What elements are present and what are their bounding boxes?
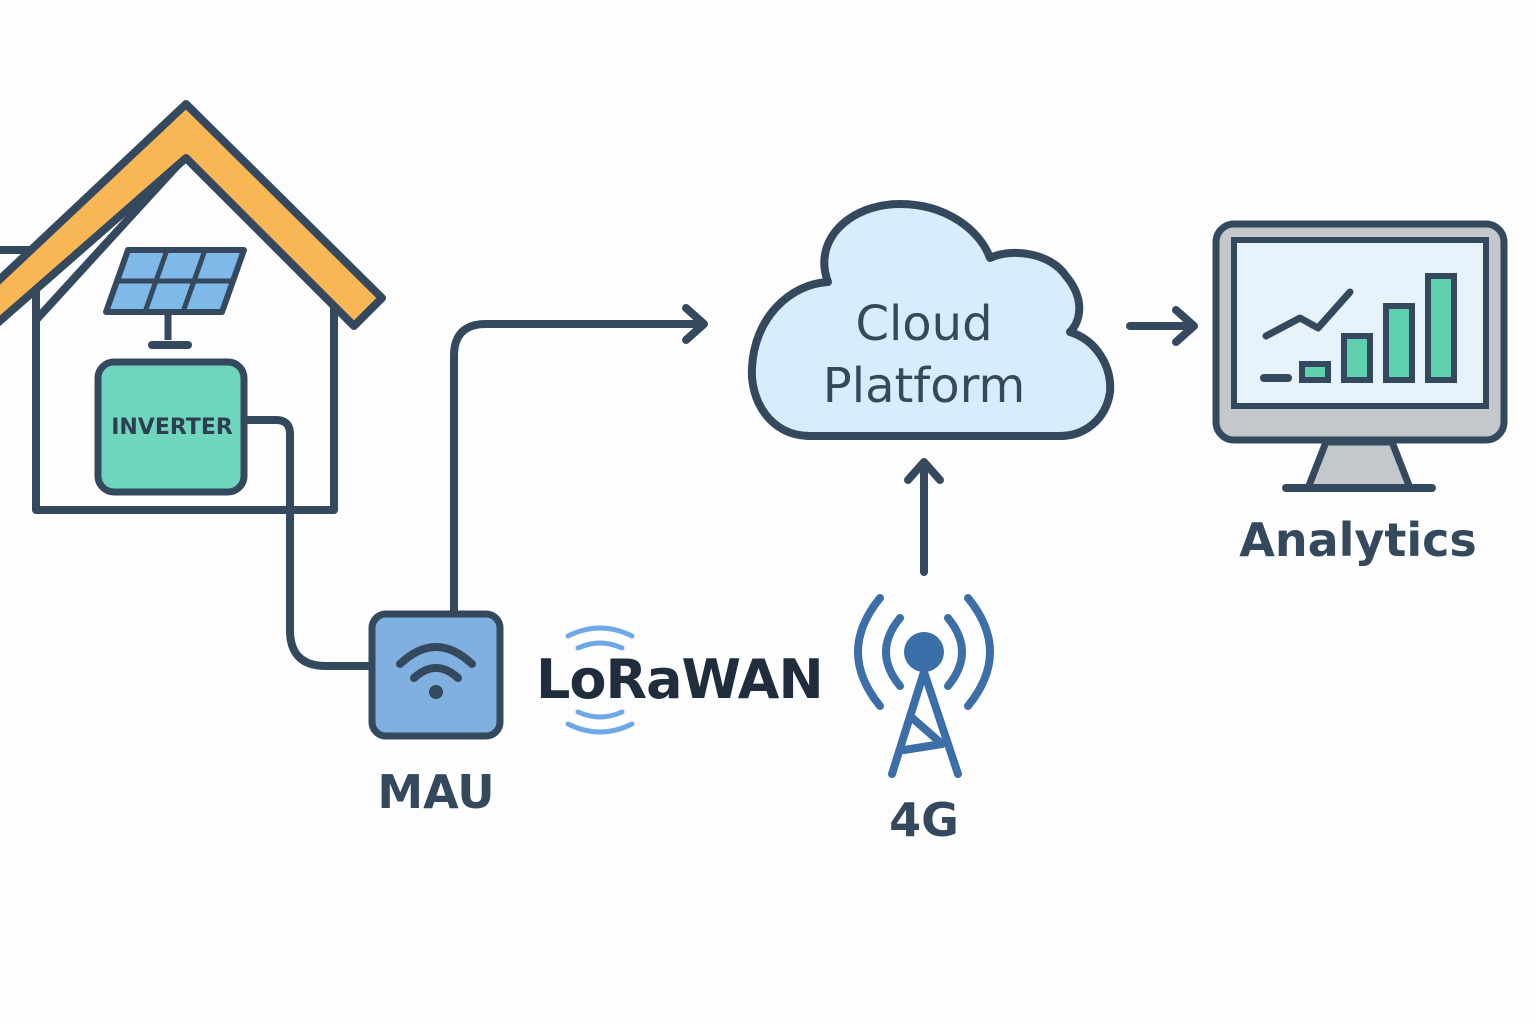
mau-box xyxy=(368,610,504,740)
house-roof xyxy=(0,100,386,330)
cloud-label-line2: Platform xyxy=(823,358,1025,414)
lorawan-label: LoRaWAN xyxy=(536,648,823,711)
tower-icon xyxy=(888,668,962,778)
house: INVERTER xyxy=(0,100,386,514)
cloud-platform: Cloud Platform xyxy=(747,200,1115,440)
arrowhead-mau-cloud xyxy=(682,304,708,344)
cloud-icon xyxy=(747,200,1115,440)
bar-4 xyxy=(1383,303,1415,383)
inverter-label: INVERTER xyxy=(111,415,233,440)
wifi-icon xyxy=(396,643,476,699)
analytics-monitor: Analytics xyxy=(1212,220,1508,567)
mau-device: MAU xyxy=(368,610,504,819)
bar-3 xyxy=(1341,333,1373,383)
mau-to-cloud-arrow xyxy=(450,320,700,612)
monitor-stand xyxy=(1304,438,1414,492)
solar-panel-icon xyxy=(103,247,247,349)
analytics-label: Analytics xyxy=(1239,513,1477,567)
mau-label: MAU xyxy=(377,765,494,819)
house-outline xyxy=(0,246,338,514)
radio-waves-icon xyxy=(854,594,994,710)
lorawan-logo: LoRaWAN xyxy=(536,625,824,735)
tower-label: 4G xyxy=(889,793,959,847)
chart-icon xyxy=(1260,273,1457,383)
arrowhead-cloud-analytics xyxy=(1172,306,1198,346)
arrowhead-tower-cloud xyxy=(904,458,944,484)
cell-tower: 4G xyxy=(854,594,994,847)
inverter-box: INVERTER xyxy=(94,358,248,496)
signal-waves-icon xyxy=(565,625,635,735)
cloud-label-line1: Cloud xyxy=(855,296,992,352)
bar-5 xyxy=(1425,273,1457,383)
trend-line xyxy=(1262,288,1354,340)
tower-antenna xyxy=(904,632,944,672)
bar-2 xyxy=(1299,361,1331,383)
inverter-to-mau-cable xyxy=(246,416,372,670)
